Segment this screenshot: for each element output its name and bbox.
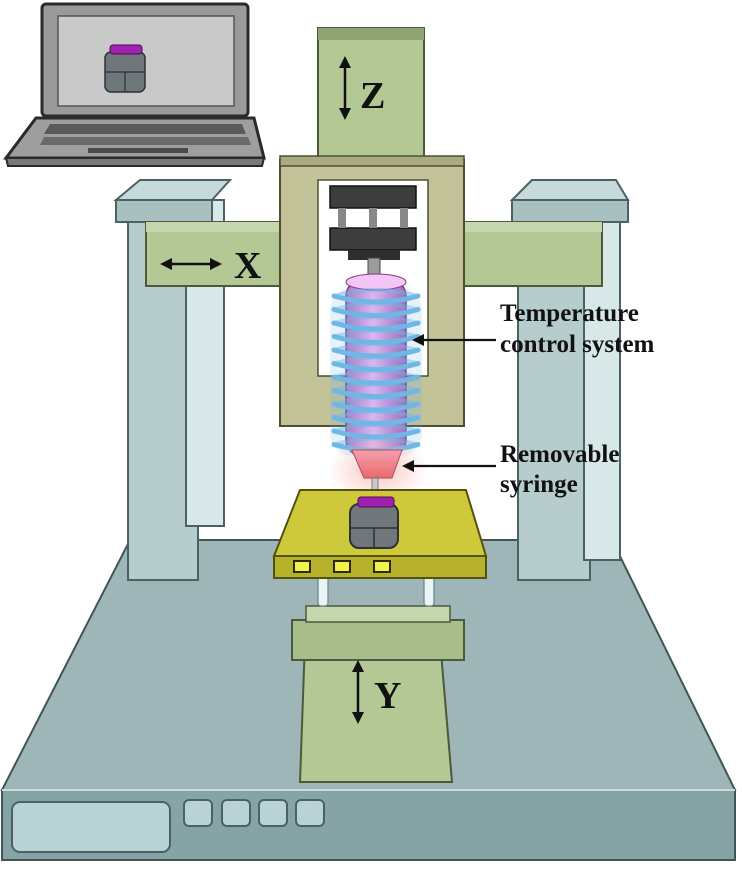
coil-ring [331, 361, 421, 372]
syringe-label-line2: syringe [500, 471, 578, 498]
coil-ring [331, 334, 421, 345]
coil-ring-back [333, 369, 419, 379]
syringe-label-line1: Removable [500, 441, 619, 468]
coil-ring-back [333, 396, 419, 406]
laptop-screen-model [104, 44, 146, 93]
coil-ring [331, 415, 421, 426]
coil-ring-back [333, 328, 419, 339]
base-buttons [183, 799, 325, 827]
coil-ring [331, 293, 421, 305]
y-rail [291, 605, 465, 783]
coil-glow [330, 288, 422, 456]
y-axis-arrow [352, 660, 364, 724]
coil-ring-back [333, 342, 419, 352]
coil-ring [331, 347, 421, 359]
temperature-callout-arrow [412, 334, 496, 346]
coil-ring-back [333, 423, 419, 433]
indicator-lights [293, 560, 391, 573]
coil-ring-back [333, 355, 419, 366]
coil-ring-back [333, 382, 419, 393]
z-column [317, 27, 425, 161]
coil-ring-back [333, 301, 419, 312]
z-axis-label: Z [360, 75, 385, 117]
syringe-clamp [329, 185, 417, 283]
coil-ring [331, 374, 421, 386]
coil-ring [331, 401, 421, 413]
printed-object [349, 496, 399, 549]
syringe-callout-arrow [402, 460, 496, 472]
y-axis-label: Y [374, 675, 401, 717]
base-display-panel [11, 801, 171, 853]
x-axis-label: X [234, 245, 261, 287]
coil-ring-back [333, 288, 419, 298]
coil-ring-back [333, 409, 419, 420]
x-axis-arrow [160, 258, 222, 270]
temperature-coil [330, 288, 422, 456]
coil-ring [331, 307, 421, 318]
temperature-label-line2: control system [500, 331, 655, 358]
coil-ring-back [333, 315, 419, 325]
coil-ring [331, 388, 421, 399]
syringe-nozzle [328, 436, 428, 504]
laptop-icon [3, 2, 266, 167]
temperature-label-line1: Temperature [500, 300, 639, 327]
z-axis-arrow [339, 56, 351, 120]
coil-ring [331, 320, 421, 332]
